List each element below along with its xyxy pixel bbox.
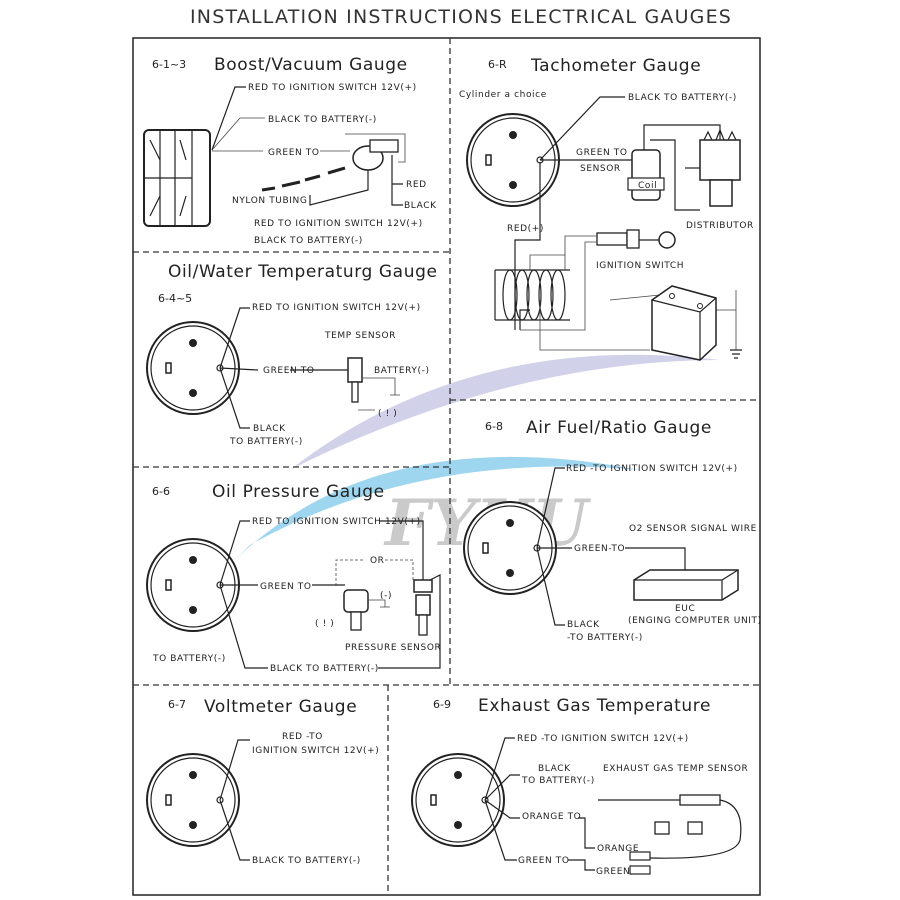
section-exhaust-gas-temp: 6-9 Exhaust Gas Temperature RED -TO IGNI… (411, 696, 748, 877)
label: Coil (638, 181, 657, 191)
section-air-fuel-ratio: 6-8 Air Fuel/Ratio Gauge RED -TO IGNITIO… (463, 418, 762, 643)
section-oil-pressure: 6-6 Oil Pressure Gauge RED TO IGNITION S… (146, 482, 441, 674)
label: EUC (675, 604, 695, 614)
section-code: 6-8 (485, 420, 503, 433)
label: ( ! ) (378, 409, 397, 419)
section-title: Boost/Vacuum Gauge (214, 55, 408, 75)
label: BLACK TO BATTERY(-) (270, 664, 379, 674)
harness-icon (494, 235, 737, 351)
label: RED(+) (507, 224, 544, 234)
label: GREEN TO (268, 148, 320, 158)
label: RED TO IGNITION SWITCH 12V(+) (252, 517, 421, 527)
label: BLACK (567, 620, 600, 630)
label: RED TO IGNITION SWITCH 12V(+) (252, 303, 421, 313)
label: DISTRIBUTOR (686, 221, 754, 231)
distributor-icon (685, 128, 741, 207)
boost-gauge-side-icon (143, 129, 211, 227)
coil-icon (627, 124, 721, 211)
label: IGNITION SWITCH 12V(+) (252, 746, 379, 756)
label: (-) (380, 591, 392, 601)
gauge-icon (411, 753, 505, 847)
label: BLACK (253, 424, 286, 434)
section-title: Air Fuel/Ratio Gauge (526, 418, 712, 438)
label: BLACK TO BATTERY(-) (252, 856, 361, 866)
section-code: 6-9 (433, 698, 451, 711)
label: ( ! ) (315, 619, 334, 629)
label: OR (370, 556, 385, 566)
label: RED -TO (282, 732, 323, 742)
section-title: Oil/Water Temperaturg Gauge (168, 262, 438, 282)
label: TO BATTERY(-) (229, 437, 303, 447)
label: (ENGING COMPUTER UNIT) (628, 616, 762, 626)
ecu-icon (633, 569, 739, 601)
temp-sensor-icon (347, 357, 400, 411)
section-oil-water-temp: Oil/Water Temperaturg Gauge 6-4~5 RED TO… (146, 262, 438, 447)
label: TO BATTERY(-) (521, 776, 595, 786)
ignition-switch-icon (596, 229, 676, 249)
label: GREEN TO (263, 366, 315, 376)
label: EXHAUST GAS TEMP SENSOR (603, 764, 748, 774)
watermark-swoosh (235, 456, 640, 560)
label: ORANGE TO (522, 812, 581, 822)
section-title: Exhaust Gas Temperature (478, 696, 711, 716)
label: BLACK (404, 201, 437, 211)
pressure-sensor-icon (343, 579, 433, 636)
label: Cylinder a choice (459, 90, 547, 100)
label: GREEN (596, 867, 630, 877)
label: GREEN TO (576, 148, 628, 158)
section-title: Voltmeter Gauge (204, 697, 357, 717)
label: GREEN TO (518, 856, 570, 866)
label: RED (406, 180, 427, 190)
section-voltmeter: 6-7 Voltmeter Gauge RED -TO IGNITION SWI… (146, 697, 379, 866)
section-code: 6-R (488, 58, 507, 71)
label: NYLON TUBING (232, 196, 307, 206)
label: BLACK TO BATTERY(-) (628, 93, 737, 103)
label: RED TO IGNITION SWITCH 12V(+) (254, 219, 423, 229)
section-code: 6-7 (168, 698, 186, 711)
label: TEMP SENSOR (324, 331, 396, 341)
label: PRESSURE SENSOR (345, 643, 441, 653)
section-code: 6-6 (152, 485, 170, 498)
section-boost: 6-1~3 Boost/Vacuum Gauge RED TO IGNITION… (143, 55, 437, 246)
gauge-icon (146, 753, 240, 847)
label: BLACK TO BATTERY(-) (254, 236, 363, 246)
label: ORANGE (597, 844, 639, 854)
egt-sensor-icon (598, 794, 742, 875)
label: GREEN TO (260, 582, 312, 592)
label: RED -TO IGNITION SWITCH 12V(+) (566, 464, 738, 474)
label: RED -TO IGNITION SWITCH 12V(+) (517, 734, 689, 744)
page-title: INSTALLATION INSTRUCTIONS ELECTRICAL GAU… (190, 6, 732, 28)
label: RED TO IGNITION SWITCH 12V(+) (248, 83, 417, 93)
label: BLACK (538, 764, 571, 774)
label: IGNITION SWITCH (596, 261, 684, 271)
label: BLACK TO BATTERY(-) (268, 115, 377, 125)
label: O2 SENSOR SIGNAL WIRE (629, 524, 757, 534)
section-title: Oil Pressure Gauge (212, 482, 385, 502)
label: SENSOR (580, 164, 621, 174)
section-code: 6-1~3 (152, 58, 186, 71)
section-title: Tachometer Gauge (530, 56, 701, 76)
boost-sensor-icon (261, 133, 406, 206)
section-code: 6-4~5 (158, 292, 192, 305)
label: -TO BATTERY(-) (567, 633, 643, 643)
section-tachometer: 6-R Tachometer Gauge Cylinder a choice B… (459, 56, 754, 361)
label: GREEN-TO (574, 544, 625, 554)
battery-icon (651, 285, 742, 361)
label: BATTERY(-) (374, 366, 430, 376)
watermark-swoosh (290, 354, 720, 470)
label: TO BATTERY(-) (152, 654, 226, 664)
